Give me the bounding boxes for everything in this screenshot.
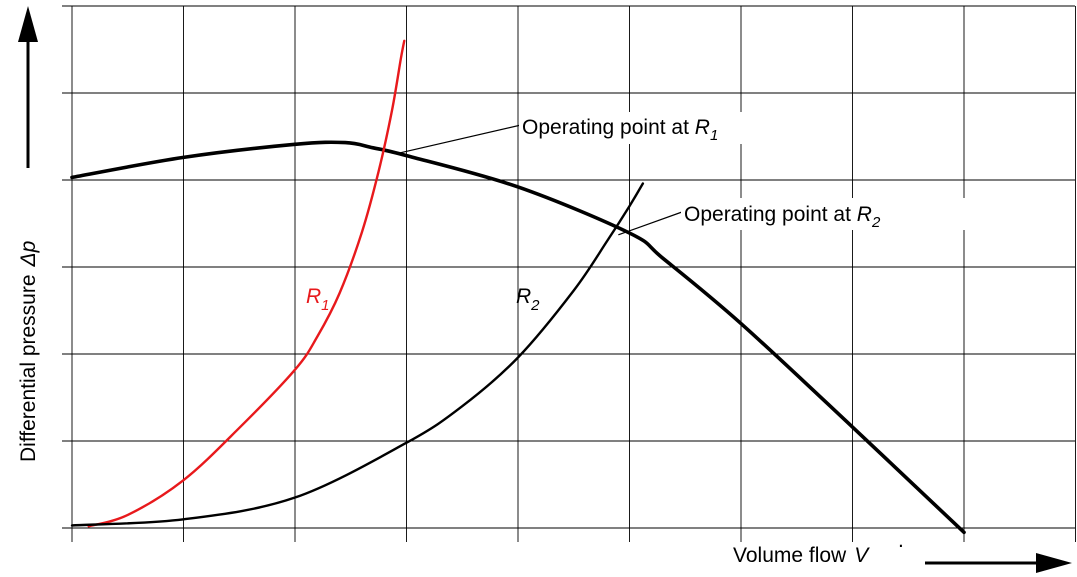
y-axis-delta: Δ — [17, 252, 40, 267]
x-axis-title: Volume flow — [733, 544, 847, 567]
y-axis-label: Differential pressure Δp — [17, 241, 40, 462]
leader-line-r2 — [618, 211, 683, 236]
x-axis-arrowhead — [1036, 553, 1072, 573]
x-axis-symbol: V — [854, 544, 870, 567]
annotation-r1-main: Operating point at — [522, 116, 695, 139]
annotation-leaders — [395, 124, 683, 236]
annotation-r2-sub: 2 — [871, 214, 881, 231]
y-axis-symbol: p — [17, 241, 40, 254]
annotation-r1-bg — [519, 112, 784, 144]
grid — [62, 5, 1076, 542]
r2-label-main: R — [516, 285, 531, 308]
x-axis-label: Volume flow V — [733, 544, 870, 567]
y-axis-arrowhead — [18, 6, 38, 42]
series-line-r1 — [87, 39, 406, 528]
annotation-r2-bg — [681, 198, 966, 230]
curves — [70, 39, 966, 535]
annotation-r1-italic: R — [695, 116, 710, 139]
r1-label-sub: 1 — [321, 297, 329, 314]
r2-label-sub: 2 — [530, 297, 540, 314]
annotation-r1-sub: 1 — [710, 127, 718, 144]
r1-curve-label: R1 — [306, 285, 330, 314]
annotation-r1: Operating point at R1 — [522, 116, 718, 144]
annotation-r2-italic: R — [857, 203, 872, 226]
annotation-r2: Operating point at R2 — [684, 203, 881, 231]
y-axis-title: Differential pressure — [17, 274, 40, 462]
x-axis-symbol-dot: . — [898, 529, 904, 552]
r2-curve-label: R2 — [516, 285, 540, 314]
series-line-pump — [70, 140, 966, 535]
r1-label-main: R — [306, 285, 321, 308]
series-line-r2 — [70, 182, 645, 527]
annotation-r2-main: Operating point at — [684, 203, 857, 226]
leader-line-r1 — [395, 124, 522, 155]
